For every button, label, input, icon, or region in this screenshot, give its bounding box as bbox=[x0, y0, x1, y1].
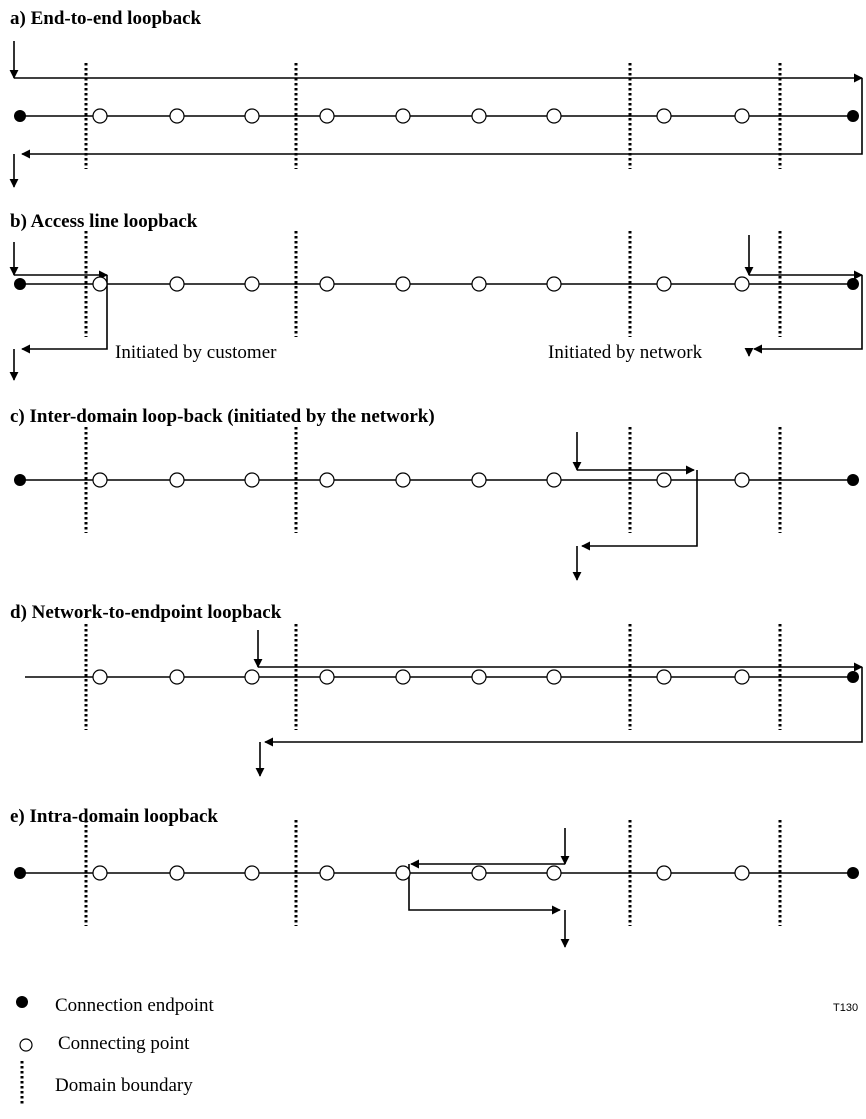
legend-endpoint-label: Connection endpoint bbox=[55, 995, 215, 1016]
panel-e-endpoint-right bbox=[847, 867, 859, 879]
panel-a-endpoint-left bbox=[14, 110, 26, 122]
panel-e-connecting-point-5 bbox=[395, 865, 411, 881]
panel-b-connecting-point-1 bbox=[92, 276, 108, 292]
panel-b-connecting-point-7 bbox=[546, 276, 562, 292]
panel-b-caption-customer: Initiated by customer bbox=[115, 342, 277, 363]
panel-e-title: e) Intra-domain loopback bbox=[10, 806, 218, 827]
panel-d-connecting-point-4 bbox=[319, 669, 335, 685]
panel-d-connecting-point-6 bbox=[471, 669, 487, 685]
loopback-paths bbox=[9, 41, 863, 948]
connection-nodes bbox=[14, 108, 859, 881]
panel-e-turn-arrow bbox=[408, 864, 561, 915]
connection-lines bbox=[20, 115, 853, 874]
panel-d-connecting-point-9 bbox=[734, 669, 750, 685]
legend-connecting-label: Connecting point bbox=[58, 1033, 190, 1054]
panel-b-connecting-point-2 bbox=[169, 276, 185, 292]
panel-e-connecting-point-1 bbox=[92, 865, 108, 881]
panel-a-loop-return-arrow bbox=[21, 78, 863, 159]
panel-c-connecting-point-7 bbox=[546, 472, 562, 488]
panel-e-connecting-point-2 bbox=[169, 865, 185, 881]
panel-c-endpoint-right bbox=[847, 474, 859, 486]
panel-b-caption-network: Initiated by network bbox=[548, 342, 703, 363]
panel-d-connecting-point-8 bbox=[656, 669, 672, 685]
legend-endpoint-symbol bbox=[16, 996, 28, 1008]
panel-b-connecting-point-8 bbox=[656, 276, 672, 292]
panel-b-connecting-point-3 bbox=[244, 276, 260, 292]
panel-c-connecting-point-6 bbox=[471, 472, 487, 488]
panel-c-endpoint-left bbox=[14, 474, 26, 486]
panel-a-connecting-point-8 bbox=[656, 108, 672, 124]
panel-b-connecting-point-9 bbox=[734, 276, 750, 292]
panel-c-connecting-point-8 bbox=[656, 472, 672, 488]
panel-a-connecting-point-3 bbox=[244, 108, 260, 124]
panel-c-connecting-point-5 bbox=[395, 472, 411, 488]
panel-e-connecting-point-8 bbox=[656, 865, 672, 881]
panel-d-title: d) Network-to-endpoint loopback bbox=[10, 602, 282, 623]
panel-c-connecting-point-4 bbox=[319, 472, 335, 488]
panel-a-title: a) End-to-end loopback bbox=[10, 8, 202, 29]
panel-e-connecting-point-3 bbox=[244, 865, 260, 881]
panel-d-connecting-point-1 bbox=[92, 669, 108, 685]
panel-e-connecting-point-4 bbox=[319, 865, 335, 881]
panel-a-connecting-point-7 bbox=[546, 108, 562, 124]
panel-a-connecting-point-1 bbox=[92, 108, 108, 124]
panel-c-return-arrow bbox=[581, 470, 698, 551]
panel-b-customer-return-arrow bbox=[21, 275, 108, 354]
panel-a-endpoint-right bbox=[847, 110, 859, 122]
panel-c-connecting-point-3 bbox=[244, 472, 260, 488]
panel-e-endpoint-left bbox=[14, 867, 26, 879]
figure-id: T130 bbox=[833, 1002, 858, 1014]
panel-e-connecting-point-7 bbox=[546, 865, 562, 881]
panel-e-connecting-point-6 bbox=[471, 865, 487, 881]
panel-a-connecting-point-9 bbox=[734, 108, 750, 124]
panel-b-endpoint-left bbox=[14, 278, 26, 290]
panel-d-connecting-point-5 bbox=[395, 669, 411, 685]
panel-c-title: c) Inter-domain loop-back (initiated by … bbox=[10, 406, 435, 427]
panel-b-connecting-point-4 bbox=[319, 276, 335, 292]
panel-d-connecting-point-2 bbox=[169, 669, 185, 685]
panel-b-network-return-arrow bbox=[753, 275, 863, 354]
panel-d-connecting-point-3 bbox=[244, 669, 260, 685]
panel-a-connecting-point-4 bbox=[319, 108, 335, 124]
panel-a-connecting-point-6 bbox=[471, 108, 487, 124]
panel-c-connecting-point-2 bbox=[169, 472, 185, 488]
panel-b-title: b) Access line loopback bbox=[10, 211, 198, 232]
panel-e-connecting-point-9 bbox=[734, 865, 750, 881]
panel-d-return-arrow bbox=[264, 667, 863, 747]
panel-a-connecting-point-5 bbox=[395, 108, 411, 124]
panel-d-connecting-point-7 bbox=[546, 669, 562, 685]
panel-b-endpoint-right bbox=[847, 278, 859, 290]
panel-c-connecting-point-1 bbox=[92, 472, 108, 488]
legend-boundary-label: Domain boundary bbox=[55, 1075, 193, 1096]
domain-boundaries bbox=[84, 63, 782, 926]
panel-a-connecting-point-2 bbox=[169, 108, 185, 124]
legend: Connection endpoint Connecting point Dom… bbox=[16, 995, 215, 1104]
panel-c-connecting-point-9 bbox=[734, 472, 750, 488]
panel-b-connecting-point-5 bbox=[395, 276, 411, 292]
panel-b-connecting-point-6 bbox=[471, 276, 487, 292]
legend-connecting-symbol bbox=[19, 1038, 33, 1052]
panel-d-endpoint-right bbox=[847, 671, 859, 683]
